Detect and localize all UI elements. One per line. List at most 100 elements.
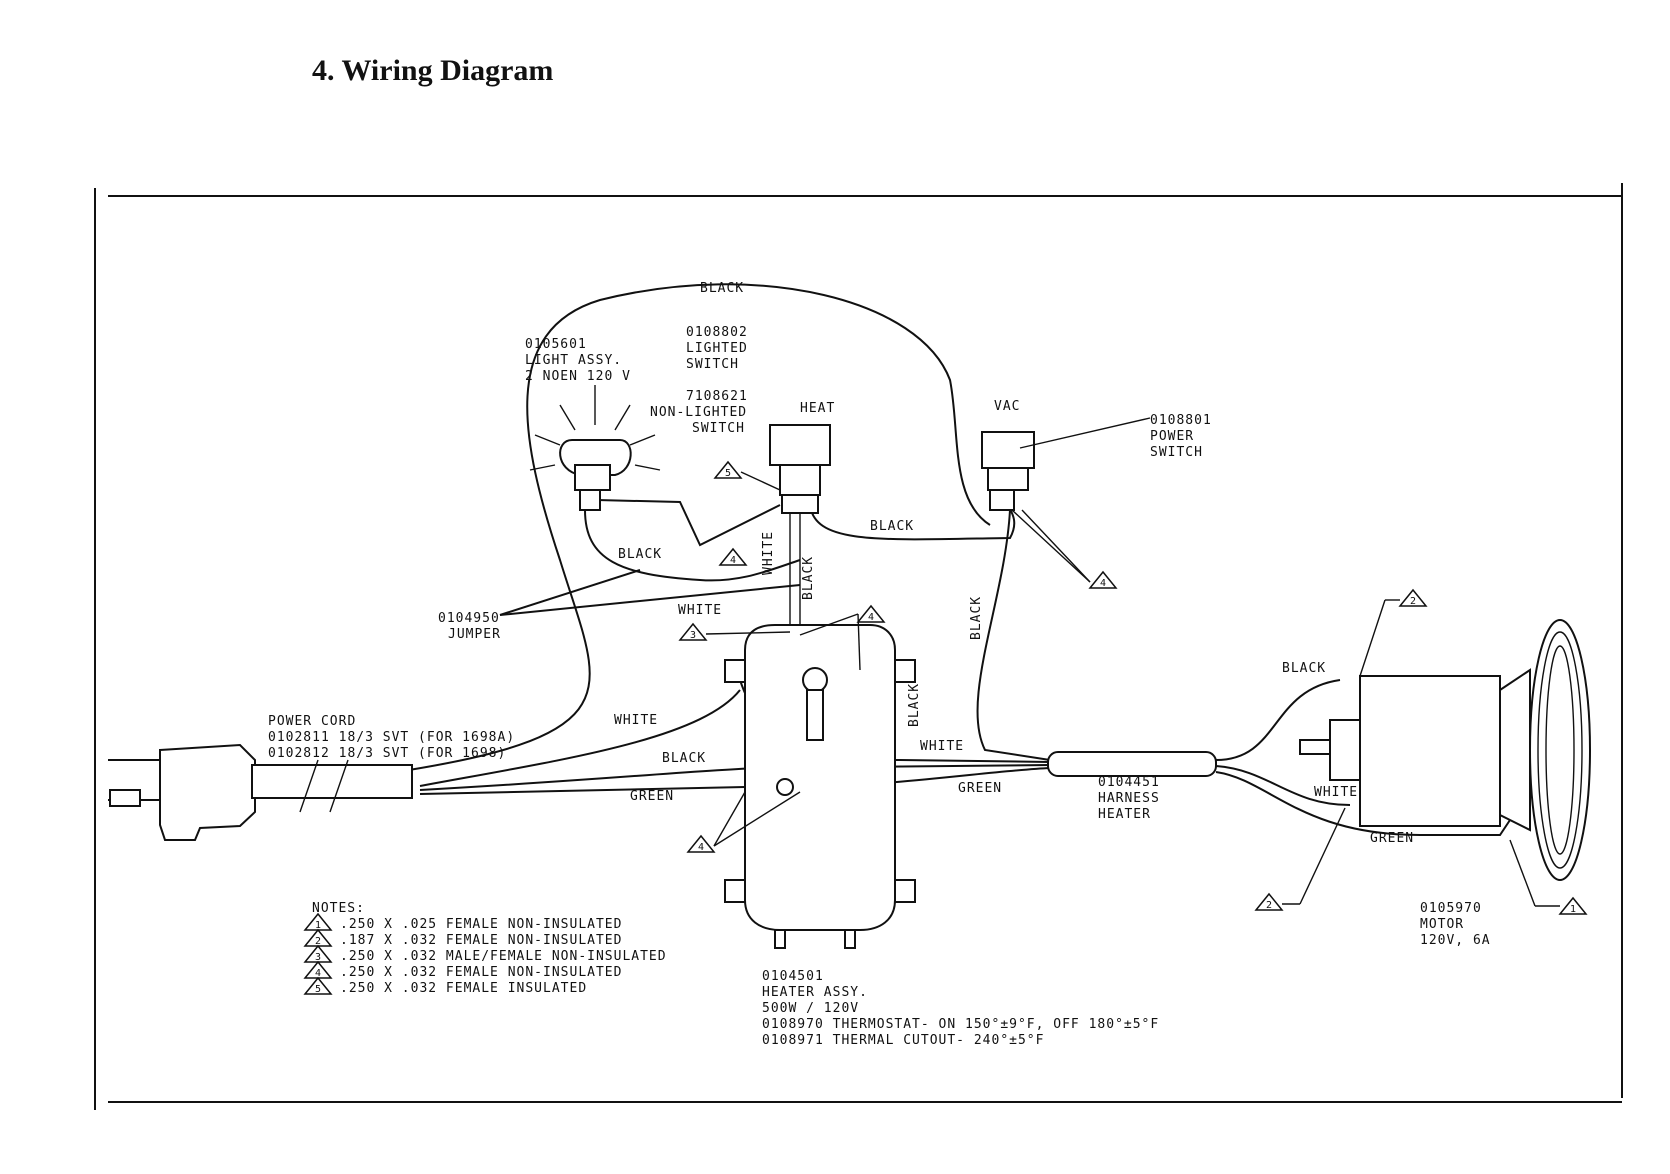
marker-2-motor-bottom: 2: [1254, 807, 1346, 911]
svg-text:4: 4: [698, 842, 704, 853]
label-green-right: GREEN: [958, 781, 1002, 796]
note-item: 1 .250 X .025 FEMALE NON-INSULATED: [303, 912, 622, 932]
label-green-motor: GREEN: [1370, 831, 1414, 846]
marker-4-ground: 4: [686, 791, 801, 853]
label-white-motor: WHITE: [1314, 785, 1358, 800]
heater-line2: 500W / 120V: [762, 1001, 859, 1016]
vac-label: VAC: [994, 399, 1020, 414]
label-black-top: BLACK: [700, 281, 744, 296]
wire-jumper-2: [499, 584, 801, 616]
note-item: 5 .250 X .032 FEMALE INSULATED: [303, 976, 587, 996]
terminal-markers: 5 4 4 3 4 4: [678, 460, 1588, 915]
motor-line1: MOTOR: [1420, 917, 1464, 932]
power-cord-line2: 0102811 18/3 SVT (FOR 1698A): [268, 730, 515, 745]
motor-part: 0105970: [1420, 901, 1482, 916]
motor: [1299, 619, 1591, 881]
wire-labels: BLACK BLACK BLACK WHITE BLACK BLACK BLAC…: [614, 281, 1414, 846]
lighted-switch-line2: SWITCH: [686, 357, 739, 372]
heater-line3: 0108970 THERMOSTAT- ON 150°±9°F, OFF 180…: [762, 1017, 1159, 1032]
wire-black-vac-harness: [976, 509, 1051, 761]
wire-black-top-loop: [389, 283, 991, 774]
svg-text:.250 X .032 FEMALE INSULATED: .250 X .032 FEMALE INSULATED: [340, 981, 587, 996]
wire-black-heat-vac: [809, 499, 1016, 541]
label-black-vertical: BLACK: [801, 556, 816, 600]
wire-motor-black: [1215, 679, 1341, 761]
svg-text:1: 1: [1570, 904, 1576, 915]
svg-text:1: 1: [315, 920, 321, 931]
note-item: 3 .250 X .032 MALE/FEMALE NON-INSULATED: [303, 944, 667, 964]
power-cord-plug: [108, 743, 413, 841]
label-black-heater-side: BLACK: [907, 683, 922, 727]
label-white-left: WHITE: [614, 713, 658, 728]
label-white-mid: WHITE: [678, 603, 722, 618]
label-black-motor: BLACK: [1282, 661, 1326, 676]
harness-sleeve: [1047, 751, 1217, 777]
marker-4-vac: 4: [1011, 509, 1118, 589]
heat-switch: [769, 424, 831, 514]
light-line2: 2 NOEN 120 V: [525, 369, 631, 384]
power-switch-line1: POWER: [1150, 429, 1194, 444]
harness-line2: HEATER: [1098, 807, 1151, 822]
heater-line1: HEATER ASSY.: [762, 985, 868, 1000]
heater-part: 0104501: [762, 969, 824, 984]
marker-4-heater-top: 4: [799, 604, 886, 671]
svg-text:2: 2: [1410, 596, 1416, 607]
heater-line4: 0108971 THERMAL CUTOUT- 240°±5°F: [762, 1033, 1044, 1048]
page-title: 4. Wiring Diagram: [312, 54, 554, 87]
non-lighted-part: 7108621: [686, 389, 748, 404]
lighted-switch-line1: LIGHTED: [686, 341, 748, 356]
marker-5-heat: 5: [713, 460, 781, 491]
jumper-line1: JUMPER: [448, 627, 501, 642]
label-black-lower: BLACK: [662, 751, 706, 766]
wire-white-left: [419, 689, 741, 787]
light-assy: [529, 385, 661, 511]
wire-jumper-black: [584, 509, 801, 582]
harness-part: 0104451: [1098, 775, 1160, 790]
marker-1-motor: 1: [1509, 839, 1588, 915]
power-switch-line2: SWITCH: [1150, 445, 1203, 460]
svg-text:2: 2: [315, 936, 321, 947]
wire-motor-green: [1215, 771, 1511, 836]
wire-motor-white: [1215, 765, 1351, 806]
power-switch-part: 0108801: [1150, 413, 1212, 428]
notes-heading: NOTES:: [312, 901, 365, 916]
vac-power-switch: [981, 417, 1151, 511]
diagram-frame: [94, 183, 1623, 1110]
label-black-heat-vac: BLACK: [870, 519, 914, 534]
label-black-vertical-right: BLACK: [969, 596, 984, 640]
note-item: 4 .250 X .032 FEMALE NON-INSULATED: [303, 960, 622, 980]
svg-text:4: 4: [730, 555, 736, 566]
light-line1: LIGHT ASSY.: [525, 353, 622, 368]
svg-text:3: 3: [690, 630, 696, 641]
label-white-right: WHITE: [920, 739, 964, 754]
non-lighted-line1: NON-LIGHTED: [650, 405, 747, 420]
wire-green-left: [419, 786, 746, 795]
harness-line1: HARNESS: [1098, 791, 1160, 806]
motor-line2: 120V, 6A: [1420, 933, 1491, 948]
svg-text:4: 4: [1100, 578, 1106, 589]
non-lighted-line2: SWITCH: [692, 421, 745, 436]
svg-text:3: 3: [315, 952, 321, 963]
light-part: 0105601: [525, 337, 587, 352]
heat-label: HEAT: [800, 401, 835, 416]
svg-text:.250 X .032 MALE/FEMALE NON-IN: .250 X .032 MALE/FEMALE NON-INSULATED: [340, 949, 667, 964]
lighted-switch-part: 0108802: [686, 325, 748, 340]
marker-2-motor-top: 2: [1359, 588, 1428, 677]
power-cord-line1: POWER CORD: [268, 714, 356, 729]
marker-3-heater: 3: [678, 622, 791, 641]
svg-text:4: 4: [868, 612, 874, 623]
svg-text:5: 5: [315, 984, 321, 995]
label-white-vertical: WHITE: [761, 531, 776, 575]
light-rays: [529, 385, 661, 471]
jumper-part: 0104950: [438, 611, 500, 626]
label-black-jumper: BLACK: [618, 547, 662, 562]
wire-jumper-3: [499, 569, 641, 616]
svg-text:5: 5: [725, 468, 731, 479]
marker-4-light: 4: [718, 547, 748, 566]
component-labels: 0105601 LIGHT ASSY. 2 NOEN 120 V 0108802…: [268, 325, 1491, 1048]
svg-text:.250 X .025 FEMALE NON-INSULAT: .250 X .025 FEMALE NON-INSULATED: [340, 917, 622, 932]
wire-light-to-heat: [596, 499, 781, 547]
svg-text:.250 X .032 FEMALE NON-INSULAT: .250 X .032 FEMALE NON-INSULATED: [340, 965, 622, 980]
svg-text:4: 4: [315, 968, 321, 979]
